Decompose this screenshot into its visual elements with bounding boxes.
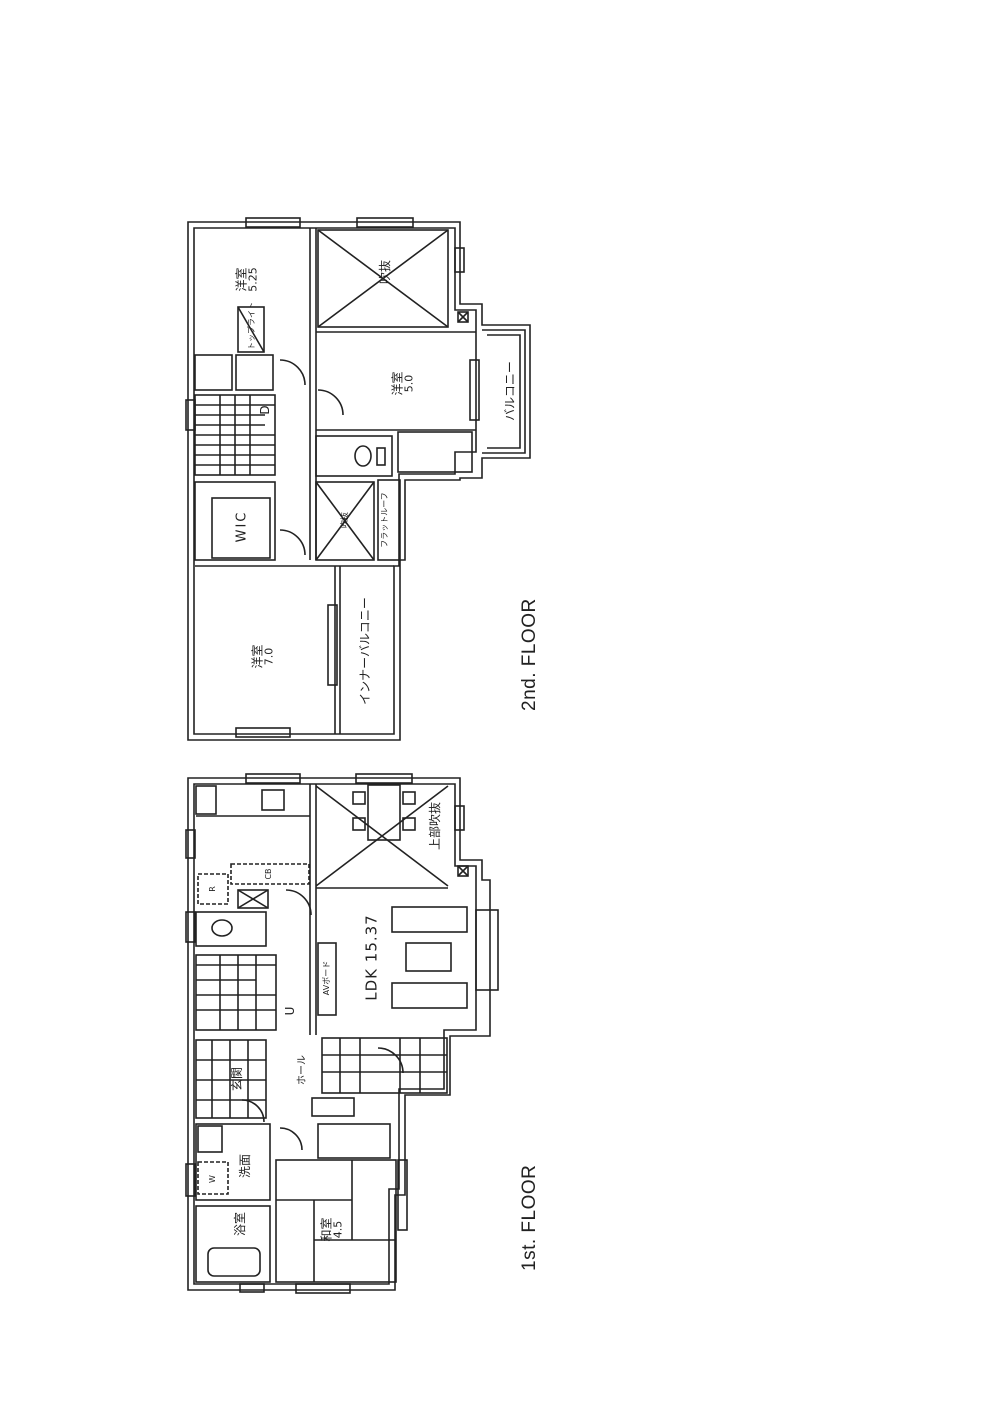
room-label-western-c: 洋室 7.0 bbox=[251, 632, 276, 682]
room-name: トップライト bbox=[247, 302, 256, 350]
room-size: 5.0 bbox=[402, 374, 416, 393]
room-label-western-b: 洋室 5.0 bbox=[391, 359, 416, 409]
stair-direction-up: U bbox=[283, 1006, 297, 1016]
room-name: LDK bbox=[362, 968, 381, 1001]
room-label-void-top: 吹抜 bbox=[378, 247, 392, 297]
first-floor-walls bbox=[185, 773, 499, 1294]
stair-direction-down: D bbox=[258, 405, 272, 415]
room-label-void-small: 吹抜 bbox=[340, 505, 349, 535]
room-name: 吹抜 bbox=[378, 260, 392, 285]
room-label-bathroom: 浴室 bbox=[233, 1204, 247, 1244]
floor-title-second: 2nd. FLOOR bbox=[519, 598, 540, 711]
floor-title-first: 1st. FLOOR bbox=[519, 1164, 540, 1271]
room-size: 4.5 bbox=[331, 1220, 345, 1239]
room-name: バルコニー bbox=[503, 361, 517, 421]
room-size: 7.0 bbox=[262, 647, 276, 666]
second-floor-walls bbox=[185, 217, 531, 741]
room-label-hall: ホール bbox=[297, 1050, 308, 1090]
room-label-void-upper: 上部吹抜 bbox=[428, 791, 442, 861]
room-label-flat-roof: フラットルーフ bbox=[380, 490, 389, 550]
room-name: フラットルーフ bbox=[380, 492, 389, 548]
room-name: 上部吹抜 bbox=[428, 802, 442, 851]
room-name: AVボード bbox=[322, 960, 331, 996]
room-name: 洗面 bbox=[238, 1154, 252, 1179]
label-cupboard: CB bbox=[264, 868, 273, 880]
room-label-inner-balcony: インナーバルコニー bbox=[358, 596, 372, 706]
room-name: 浴室 bbox=[233, 1212, 247, 1237]
room-name: WIC bbox=[234, 510, 250, 543]
room-name: インナーバルコニー bbox=[358, 597, 372, 705]
label-washer: W bbox=[208, 1175, 217, 1183]
room-label-wic: WIC bbox=[234, 505, 250, 549]
room-name: 吹抜 bbox=[340, 512, 349, 528]
room-label-entrance: 玄関 bbox=[230, 1059, 244, 1099]
room-label-av-board: AVボード bbox=[322, 953, 331, 1003]
room-label-ldk: LDK 15.37 bbox=[362, 908, 381, 1008]
room-label-toplight: トップライト bbox=[247, 296, 256, 356]
room-name: ホール bbox=[297, 1055, 308, 1085]
room-label-balcony: バルコニー bbox=[503, 351, 517, 431]
label-fridge: R bbox=[208, 886, 217, 892]
room-name: 玄関 bbox=[230, 1067, 244, 1092]
room-size: 15.37 bbox=[362, 914, 381, 963]
room-label-japanese-room: 和室 4.5 bbox=[320, 1210, 345, 1250]
room-label-washroom: 洗面 bbox=[238, 1146, 252, 1186]
